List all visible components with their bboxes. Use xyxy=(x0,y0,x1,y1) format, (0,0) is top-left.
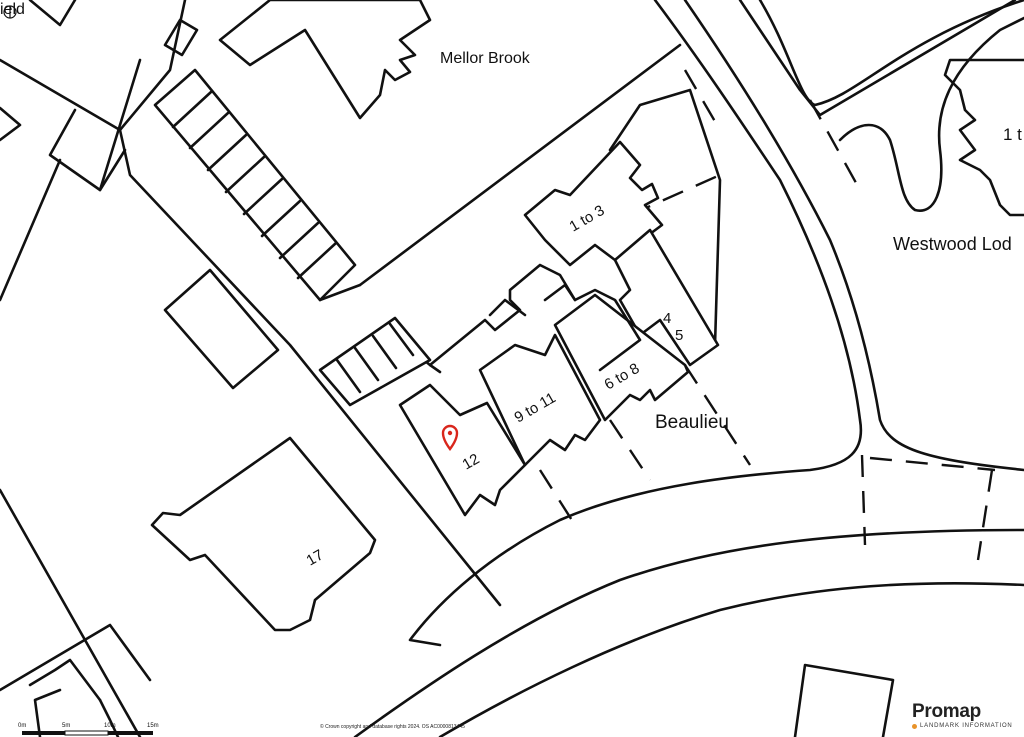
parcel-line xyxy=(33,688,62,737)
building-link xyxy=(543,283,577,302)
garage-divider xyxy=(353,346,380,382)
dashed-boundary xyxy=(869,456,996,472)
dashed-boundary xyxy=(683,69,722,131)
label-unit-4: 4 xyxy=(663,310,671,327)
boundary-line xyxy=(118,128,502,607)
promap-logo: Promap LANDMARK INFORMATION xyxy=(912,702,1013,729)
building-westwood xyxy=(943,58,1024,217)
parcel-line xyxy=(0,488,142,737)
scale-label-10: 10m xyxy=(104,723,116,729)
building-link xyxy=(428,263,642,372)
road-edge xyxy=(438,581,1024,737)
road-edge xyxy=(353,528,1024,737)
building-outbuilding xyxy=(163,268,280,390)
road-edge xyxy=(683,0,1024,472)
label-westwood: Westwood Lod xyxy=(893,234,1012,254)
building-1-to-3 xyxy=(523,140,664,267)
building-12 xyxy=(398,383,527,517)
brand-tagline: LANDMARK INFORMATION xyxy=(920,723,1013,729)
label-mellor-brook: Mellor Brook xyxy=(440,50,531,67)
garage-divider xyxy=(335,358,362,394)
copyright-notice: © Crown copyright and database rights 20… xyxy=(320,724,465,730)
parcel-line xyxy=(48,108,127,192)
parcel-line xyxy=(0,0,187,132)
parcel-line xyxy=(0,158,62,302)
scale-label-5: 5m xyxy=(62,723,70,729)
road-edge xyxy=(758,0,1024,107)
label-top-left-fragment: ield xyxy=(0,1,25,18)
building-9-to-11 xyxy=(478,333,602,467)
dashed-boundary xyxy=(976,469,994,561)
label-beaulieu: Beaulieu xyxy=(655,412,729,433)
parcel-line xyxy=(163,18,199,57)
garage-divider xyxy=(371,334,398,370)
garage-divider xyxy=(388,322,415,357)
brand-name: Promap xyxy=(912,701,981,722)
building-6-to-8 xyxy=(553,293,690,422)
parcel-line xyxy=(738,0,1017,117)
label-right-edge-fragment: 1 t xyxy=(1003,125,1022,144)
road-edge xyxy=(838,16,1024,212)
parcel-line xyxy=(28,658,102,702)
location-pin-icon xyxy=(441,424,459,452)
dashed-boundary xyxy=(609,419,651,481)
brand-tagline-row: LANDMARK INFORMATION xyxy=(912,723,1013,729)
building-link xyxy=(488,298,527,317)
road-edge xyxy=(408,0,863,647)
building-17 xyxy=(150,436,377,632)
plot-boundary xyxy=(608,88,722,347)
label-unit-5: 5 xyxy=(675,327,683,344)
label-unit-12: 12 xyxy=(460,450,483,473)
boundary-line xyxy=(358,43,682,287)
building-mellor-brook xyxy=(218,0,432,120)
dashed-boundary xyxy=(808,99,862,191)
garage-block xyxy=(153,68,357,302)
parcel-line xyxy=(98,58,142,192)
scale-bar: 0m 5m 10m 15m xyxy=(18,723,159,736)
dashed-boundary xyxy=(683,364,752,466)
parcel-line xyxy=(0,106,22,142)
brand-dot-icon xyxy=(912,723,917,729)
parcel-line xyxy=(28,0,77,27)
boundary-line xyxy=(318,283,362,302)
label-unit-17: 17 xyxy=(304,546,327,569)
building-bottom-right xyxy=(793,663,895,737)
dashed-boundary xyxy=(538,469,577,526)
scale-label-0: 0m xyxy=(18,723,26,729)
garage-dividers xyxy=(171,90,338,280)
compass-icon xyxy=(3,5,17,19)
dashed-boundary xyxy=(860,454,867,546)
scale-label-15: 15m xyxy=(147,723,159,729)
parcel-line xyxy=(0,623,152,692)
